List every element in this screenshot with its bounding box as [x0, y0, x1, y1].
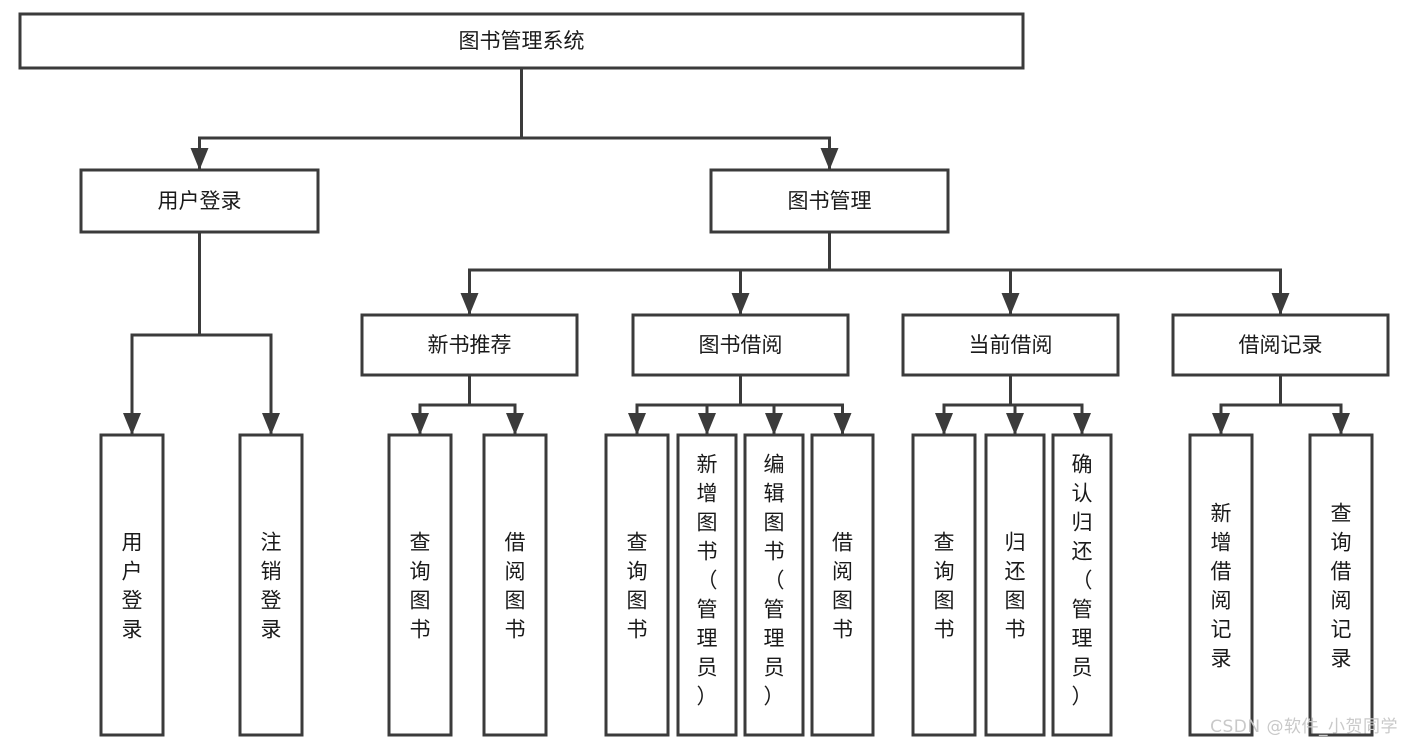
leaf-node-12-box[interactable] — [1308, 433, 1374, 737]
level2-3-to-leaves-arrow-0 — [1212, 413, 1230, 435]
level1-node-0-label: 用户登录 — [158, 189, 242, 213]
root-to-level1-arrow-1 — [820, 148, 839, 170]
bookmgmt-to-level2-arrow-0 — [460, 293, 479, 315]
leaf-node-12-label: 查询借阅记录 — [1331, 502, 1352, 671]
leaf-node-9-label: 归还图书 — [1005, 531, 1026, 642]
leaf-node-4-label: 查询图书 — [627, 531, 648, 642]
leaf-node-1[interactable]: 注销登录 — [238, 433, 304, 737]
connectors-layer — [123, 66, 1350, 435]
leaf-node-12[interactable]: 查询借阅记录 — [1308, 433, 1374, 737]
level2-0-to-leaves-arrow-0 — [411, 413, 429, 435]
leaf-node-11[interactable]: 新增借阅记录 — [1188, 433, 1254, 737]
leaf-node-1-box[interactable] — [238, 433, 304, 737]
level1-node-1-box[interactable] — [709, 168, 950, 234]
leaf-node-5-label: 新增图书（管理员） — [697, 453, 718, 709]
level1-node-1[interactable]: 图书管理 — [709, 168, 950, 234]
leaf-node-3-box[interactable] — [482, 433, 548, 737]
leaf-node-1-label: 注销登录 — [261, 531, 282, 642]
leaf-node-3-label: 借阅图书 — [505, 531, 526, 642]
level2-2-to-leaves-arrow-2 — [1073, 413, 1091, 435]
level2-0-to-leaves-arrow-1 — [506, 413, 524, 435]
leaf-node-0-label: 用户登录 — [122, 531, 143, 642]
leaf-node-3[interactable]: 借阅图书 — [482, 433, 548, 737]
level2-3-to-leaves-arrow-1 — [1332, 413, 1350, 435]
level2-node-3-box[interactable] — [1171, 313, 1390, 377]
leaf-node-2-label: 查询图书 — [410, 531, 431, 642]
level1-node-0[interactable]: 用户登录 — [79, 168, 320, 234]
leaf-node-8-box[interactable] — [911, 433, 977, 737]
leaf-node-4-box[interactable] — [604, 433, 670, 737]
level2-1-to-leaves-arrow-0 — [628, 413, 646, 435]
leaf-node-2[interactable]: 查询图书 — [387, 433, 453, 737]
level1-node-0-box[interactable] — [79, 168, 320, 234]
leaf-node-10-label: 确认归还（管理员） — [1072, 453, 1093, 709]
userlogin-to-leaves-arrow-0 — [123, 413, 141, 435]
level2-1-to-leaves-arrow-1 — [698, 413, 716, 435]
level2-2-to-leaves-arrow-0 — [935, 413, 953, 435]
level2-node-1-label: 图书借阅 — [699, 333, 783, 357]
level2-node-0-box[interactable] — [360, 313, 579, 377]
leaf-node-6-box[interactable] — [743, 433, 805, 737]
level2-node-3[interactable]: 借阅记录 — [1171, 313, 1390, 377]
level2-node-0-label: 新书推荐 — [428, 333, 512, 357]
leaf-node-2-box[interactable] — [387, 433, 453, 737]
level2-1-to-leaves-arrow-3 — [833, 413, 852, 435]
leaf-node-7-label: 借阅图书 — [832, 531, 853, 642]
root-to-level1-arrow-0 — [190, 148, 209, 170]
leaf-node-11-box[interactable] — [1188, 433, 1254, 737]
leaf-node-7[interactable]: 借阅图书 — [810, 433, 875, 737]
root-node-label: 图书管理系统 — [459, 29, 585, 53]
level2-node-3-label: 借阅记录 — [1239, 333, 1323, 357]
root-node-box[interactable] — [18, 12, 1025, 70]
leaf-node-8-label: 查询图书 — [934, 531, 955, 642]
bookmgmt-to-level2-arrow-3 — [1271, 293, 1290, 315]
nodes-layer: 图书管理系统用户登录图书管理新书推荐图书借阅当前借阅借阅记录用户登录注销登录查询… — [18, 12, 1390, 737]
level2-node-2-label: 当前借阅 — [969, 333, 1053, 357]
leaf-node-0-box[interactable] — [99, 433, 165, 737]
level2-2-to-leaves-arrow-1 — [1006, 413, 1024, 435]
userlogin-to-leaves-arrow-1 — [262, 413, 280, 435]
csdn-watermark: CSDN @软件_小贺同学 — [1210, 717, 1398, 737]
level2-node-2-box[interactable] — [901, 313, 1120, 377]
leaf-node-4[interactable]: 查询图书 — [604, 433, 670, 737]
leaf-node-9-box[interactable] — [984, 433, 1046, 737]
leaf-node-6[interactable]: 编辑图书（管理员） — [743, 433, 805, 737]
leaf-node-7-box[interactable] — [810, 433, 875, 737]
leaf-node-10-box[interactable] — [1051, 433, 1113, 737]
level2-node-1[interactable]: 图书借阅 — [631, 313, 850, 377]
level1-node-1-label: 图书管理 — [788, 189, 872, 213]
leaf-node-6-label: 编辑图书（管理员） — [764, 453, 785, 709]
leaf-node-0[interactable]: 用户登录 — [99, 433, 165, 737]
leaf-node-10[interactable]: 确认归还（管理员） — [1051, 433, 1113, 737]
leaf-node-9[interactable]: 归还图书 — [984, 433, 1046, 737]
leaf-node-5-box[interactable] — [676, 433, 738, 737]
root-node[interactable]: 图书管理系统 — [18, 12, 1025, 70]
level2-node-0[interactable]: 新书推荐 — [360, 313, 579, 377]
leaf-node-8[interactable]: 查询图书 — [911, 433, 977, 737]
level2-1-to-leaves-arrow-2 — [765, 413, 783, 435]
level2-node-1-box[interactable] — [631, 313, 850, 377]
leaf-node-5[interactable]: 新增图书（管理员） — [676, 433, 738, 737]
bookmgmt-to-level2-arrow-2 — [1001, 293, 1020, 315]
leaf-node-11-label: 新增借阅记录 — [1211, 502, 1232, 671]
bookmgmt-to-level2-arrow-1 — [731, 293, 750, 315]
level2-node-2[interactable]: 当前借阅 — [901, 313, 1120, 377]
